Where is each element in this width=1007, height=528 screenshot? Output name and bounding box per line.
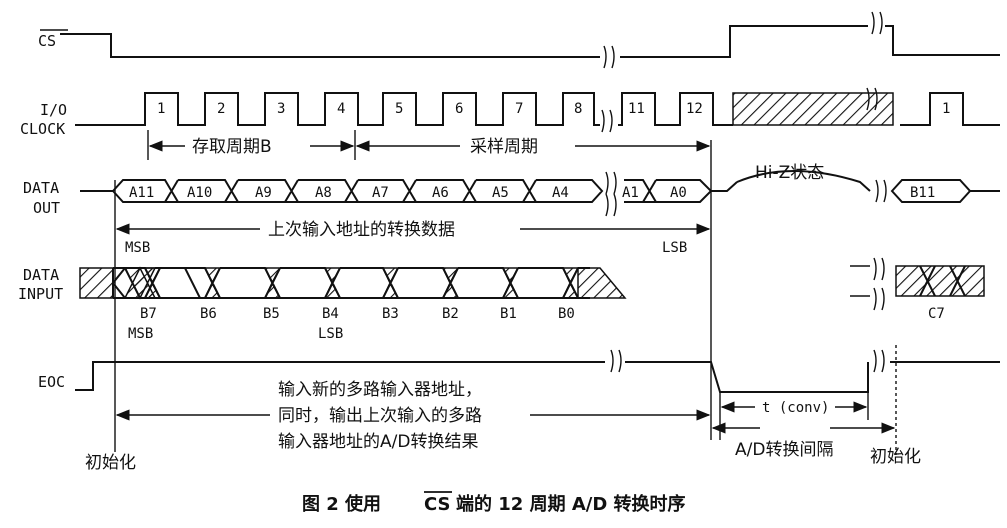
data-out-a4: A4 <box>552 185 569 201</box>
data-in-b6: B6 <box>200 306 217 322</box>
data-in-b5: B5 <box>263 306 280 322</box>
clock-hatch <box>732 92 894 126</box>
lsb-out-label: LSB <box>662 240 687 256</box>
clock-waveform <box>75 92 1000 126</box>
data-out-break <box>605 171 617 217</box>
data-input-x3 <box>263 267 282 299</box>
sample-period-label: 采样周期 <box>470 137 538 157</box>
data-out-a0: A0 <box>670 185 687 201</box>
ad-interval-label: A/D转换间隔 <box>735 440 833 460</box>
data-input-x4 <box>323 267 342 299</box>
prev-data-label: 上次输入地址的转换数据 <box>268 220 455 240</box>
data-input-eyes <box>111 267 590 299</box>
data-input-hatch-start <box>79 267 114 299</box>
eoc-label: EOC <box>38 373 65 391</box>
clock-label-4: 4 <box>337 101 345 117</box>
data-input-x2 <box>203 267 222 299</box>
data-in-b7: B7 <box>140 306 157 322</box>
data-input-x5 <box>381 267 400 299</box>
clock-label-6: 6 <box>455 101 463 117</box>
msb-in-label: MSB <box>128 326 153 342</box>
clock-label-11: 11 <box>628 101 645 117</box>
io-label-2: CLOCK <box>20 120 65 138</box>
data-input-x7 <box>501 267 520 299</box>
data-out-a1: A1 <box>622 185 639 201</box>
data-input-label-1: DATA <box>23 266 59 284</box>
msb-out-label: MSB <box>125 240 150 256</box>
caption-prefix: 图 2 使用 <box>302 494 381 515</box>
clock-label-1: 1 <box>157 101 165 117</box>
data-out-b11: B11 <box>910 185 935 201</box>
data-out-label-2: OUT <box>33 199 60 217</box>
data-input-x8 <box>561 267 580 299</box>
eoc-note-2: 同时，输出上次输入的多路 <box>278 406 482 426</box>
clock-label-12: 12 <box>686 101 703 117</box>
clock-break-mark-2 <box>866 87 878 111</box>
eoc-break-2 <box>873 349 885 373</box>
cs-break-mark-2 <box>871 11 883 35</box>
eoc-waveform <box>75 361 1000 393</box>
data-input-right-lines <box>850 265 870 297</box>
caption-cs: CS <box>424 494 451 515</box>
data-input-c7 <box>919 265 966 297</box>
clock-label-3: 3 <box>277 101 285 117</box>
data-in-b4: B4 <box>322 306 339 322</box>
data-in-b1: B1 <box>500 306 517 322</box>
clock-label-2: 2 <box>217 101 225 117</box>
data-out-break-2 <box>875 179 887 203</box>
access-period-label: 存取周期B <box>192 137 272 157</box>
clock-label-5: 5 <box>395 101 403 117</box>
lsb-in-label: LSB <box>318 326 343 342</box>
tconv-label: t (conv) <box>762 400 829 416</box>
cs-waveform <box>60 25 1000 58</box>
data-input-right-hatch <box>895 265 985 297</box>
cs-label: CS <box>38 32 56 50</box>
data-in-c7: C7 <box>928 306 945 322</box>
cs-break-mark <box>603 45 615 69</box>
eoc-note-1: 输入新的多路输入器地址， <box>278 380 482 400</box>
eoc-note-3: 输入器地址的A/D转换结果 <box>278 432 478 452</box>
data-input-hatch-end <box>577 267 627 299</box>
data-out-a10: A10 <box>187 185 212 201</box>
data-input-x6 <box>441 267 460 299</box>
clock-break-mark <box>601 109 613 133</box>
data-out-b11 <box>890 179 1000 203</box>
clock-label-8: 8 <box>574 101 582 117</box>
init-label-right: 初始化 <box>870 447 921 467</box>
data-out-a9: A9 <box>255 185 272 201</box>
init-label-left: 初始化 <box>85 453 136 473</box>
clock-label-7: 7 <box>515 101 523 117</box>
data-out-a8: A8 <box>315 185 332 201</box>
data-out-a11: A11 <box>129 185 154 201</box>
data-out-a6: A6 <box>432 185 449 201</box>
io-label-1: I/O <box>40 101 67 119</box>
data-in-b2: B2 <box>442 306 459 322</box>
data-out-label-1: DATA <box>23 179 59 197</box>
caption-suffix: 端的 12 周期 A/D 转换时序 <box>456 493 686 515</box>
data-out-bus <box>80 170 871 203</box>
eoc-break <box>610 349 622 373</box>
hiz-label: Hi-Z状态 <box>755 163 824 183</box>
data-in-b0: B0 <box>558 306 575 322</box>
data-out-a5: A5 <box>492 185 509 201</box>
data-out-a7: A7 <box>372 185 389 201</box>
data-input-x1 <box>143 267 162 299</box>
clock-label-end: 1 <box>942 101 950 117</box>
data-input-label-2: INPUT <box>18 285 63 303</box>
data-input-break <box>873 257 885 311</box>
data-in-b3: B3 <box>382 306 399 322</box>
